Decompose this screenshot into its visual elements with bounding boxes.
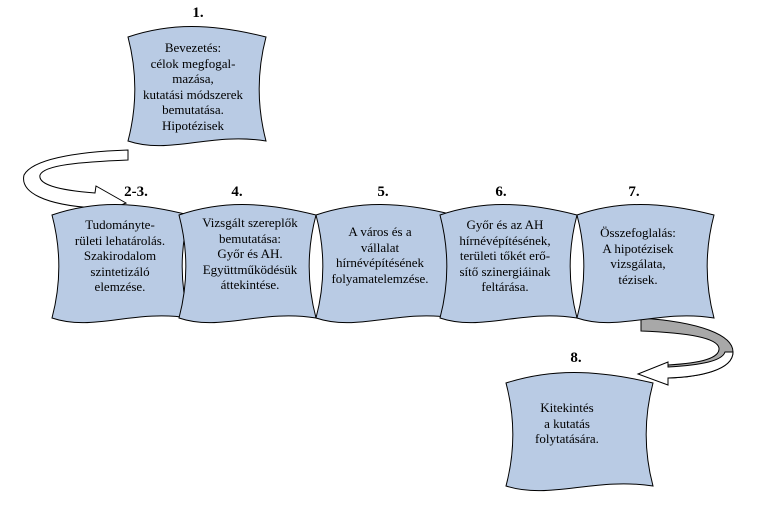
step-text-line: területi tőkét erő- bbox=[459, 248, 551, 263]
step-text-line: sítő szinergiáinak bbox=[459, 263, 551, 279]
step-text-line: Győr és az AH bbox=[466, 217, 544, 232]
step-text-line: tézisek. bbox=[618, 271, 658, 287]
step-text-line: folyamatelemzése. bbox=[331, 270, 429, 286]
step-box-7 bbox=[505, 372, 654, 492]
step-number-1: 1. bbox=[192, 5, 204, 21]
step-number-4: 5. bbox=[377, 184, 389, 200]
step-text-line: Szakirodalom bbox=[83, 248, 157, 263]
step-text-line: Hipotézisek bbox=[161, 117, 225, 133]
step-text-line: Összefoglalás: bbox=[600, 225, 676, 240]
step-text-line: hírnévépítésének, bbox=[459, 232, 551, 248]
step-text-line: Vizsgált szereplők bbox=[202, 215, 298, 230]
step-text-line: célok megfogal- bbox=[150, 55, 236, 71]
step-text-line: szintetizáló bbox=[90, 263, 150, 279]
step-text-line: áttekintése. bbox=[220, 277, 280, 292]
curved-arrow-7-to-8-body bbox=[636, 351, 734, 386]
step-text-line: A város és a bbox=[348, 224, 412, 239]
step-text-line: bemutatása: bbox=[218, 230, 282, 246]
step-number-7: 8. bbox=[570, 350, 582, 366]
step-text-line: folytatására. bbox=[535, 431, 599, 446]
step-text-line: Győr és AH. bbox=[217, 246, 283, 261]
step-text-line: a kutatás bbox=[544, 415, 590, 431]
step-number-2: 2-3. bbox=[124, 184, 148, 200]
step-number-3: 4. bbox=[231, 184, 243, 200]
step-number-5: 6. bbox=[495, 184, 507, 200]
step-text-line: mazása, bbox=[172, 71, 214, 86]
step-text-line: rületi lehatárolás. bbox=[74, 232, 166, 248]
step-text-line: Együttműködésük bbox=[202, 261, 298, 277]
step-number-6: 7. bbox=[628, 184, 640, 200]
curved-arrow-7-to-8 bbox=[636, 317, 734, 386]
step-text-line: elemzése. bbox=[94, 279, 146, 294]
step-text-line: feltárása. bbox=[481, 279, 529, 294]
step-text-line: hírnévépítésének bbox=[335, 255, 425, 270]
step-text-line: Bevezetés: bbox=[164, 40, 222, 55]
step-text-line: vizsgálata, bbox=[610, 256, 666, 271]
step-text-line: bemutatása. bbox=[162, 102, 224, 117]
step-box-1 bbox=[127, 26, 267, 147]
step-text-line: Kitekintés bbox=[540, 400, 594, 415]
step-box-6 bbox=[576, 204, 715, 324]
step-text-line: vállalat bbox=[360, 239, 400, 255]
step-text-2: Tudományte-rületi lehatárolás.Szakirodal… bbox=[50, 217, 190, 295]
step-text-line: Tudományte- bbox=[85, 217, 155, 232]
step-text-line: A hipotézisek bbox=[602, 240, 674, 256]
step-text-line: kutatási módszerek bbox=[143, 86, 243, 102]
step-text-1: Bevezetés:célok megfogal-mazása,kutatási… bbox=[123, 40, 263, 133]
